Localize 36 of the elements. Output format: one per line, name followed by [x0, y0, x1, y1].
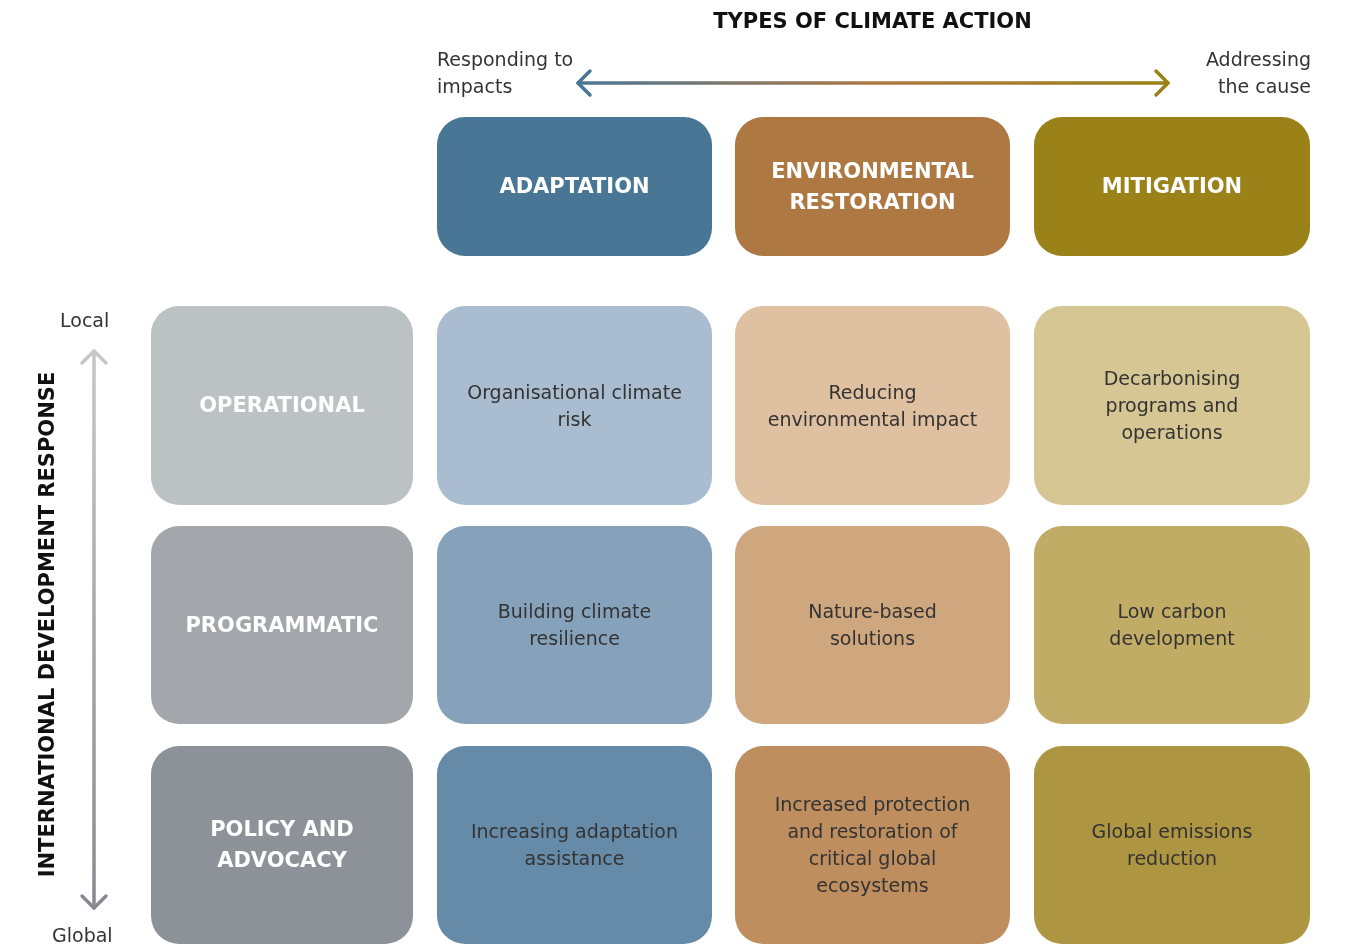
matrix-cell-box [1034, 746, 1310, 944]
category-header-box [437, 117, 712, 256]
cell-text: Global emissions reduction [1090, 819, 1254, 871]
axis-label: Addressing the cause [1204, 47, 1311, 99]
header-text: OPERATIONAL [199, 392, 365, 419]
title: TYPES OF CLIMATE ACTION [712, 8, 1033, 35]
cell-text: Reducing environmental impact [766, 379, 979, 432]
axis-title: INTERNATIONAL DEVELOPMENT RESPONSE [33, 370, 60, 880]
cell-text: Low carbon development [1108, 599, 1236, 651]
matrix-cell-box [1034, 526, 1310, 724]
cell-text: Decarbonising programs and operations [1102, 366, 1242, 445]
header-text: POLICY AND ADVOCACY [209, 816, 355, 874]
category-header-box [151, 746, 413, 944]
cell-text: Organisational climate risk [467, 379, 682, 432]
header-text: PROGRAMMATIC [185, 611, 379, 639]
axis-label: Responding to impacts [437, 47, 575, 99]
axis-end-label: Global [52, 923, 114, 946]
cell-text: Nature-based solutions [807, 599, 938, 651]
cell-text: Increased protection and restoration of critical global ecosystems [773, 792, 972, 898]
matrix-cell-box [437, 746, 712, 944]
category-header-box [735, 117, 1010, 256]
matrix-cell-box [437, 526, 712, 724]
axis-end-label: Local [60, 308, 111, 333]
matrix-cell-box [735, 526, 1010, 724]
matrix-cell-box [735, 306, 1010, 505]
header-text: ENVIRONMENTAL RESTORATION [770, 157, 975, 216]
cell-text: Increasing adaptation assistance [469, 819, 679, 871]
header-text: ADAPTATION [499, 173, 650, 200]
header-text: MITIGATION [1101, 173, 1243, 200]
category-header-box [151, 306, 413, 505]
matrix-cell-box [1034, 306, 1310, 505]
category-header-box [1034, 117, 1310, 256]
matrix-cell-box [437, 306, 712, 505]
category-header-box [151, 526, 413, 724]
matrix-cell-box [735, 746, 1010, 944]
cell-text: Building climate resilience [496, 599, 653, 651]
